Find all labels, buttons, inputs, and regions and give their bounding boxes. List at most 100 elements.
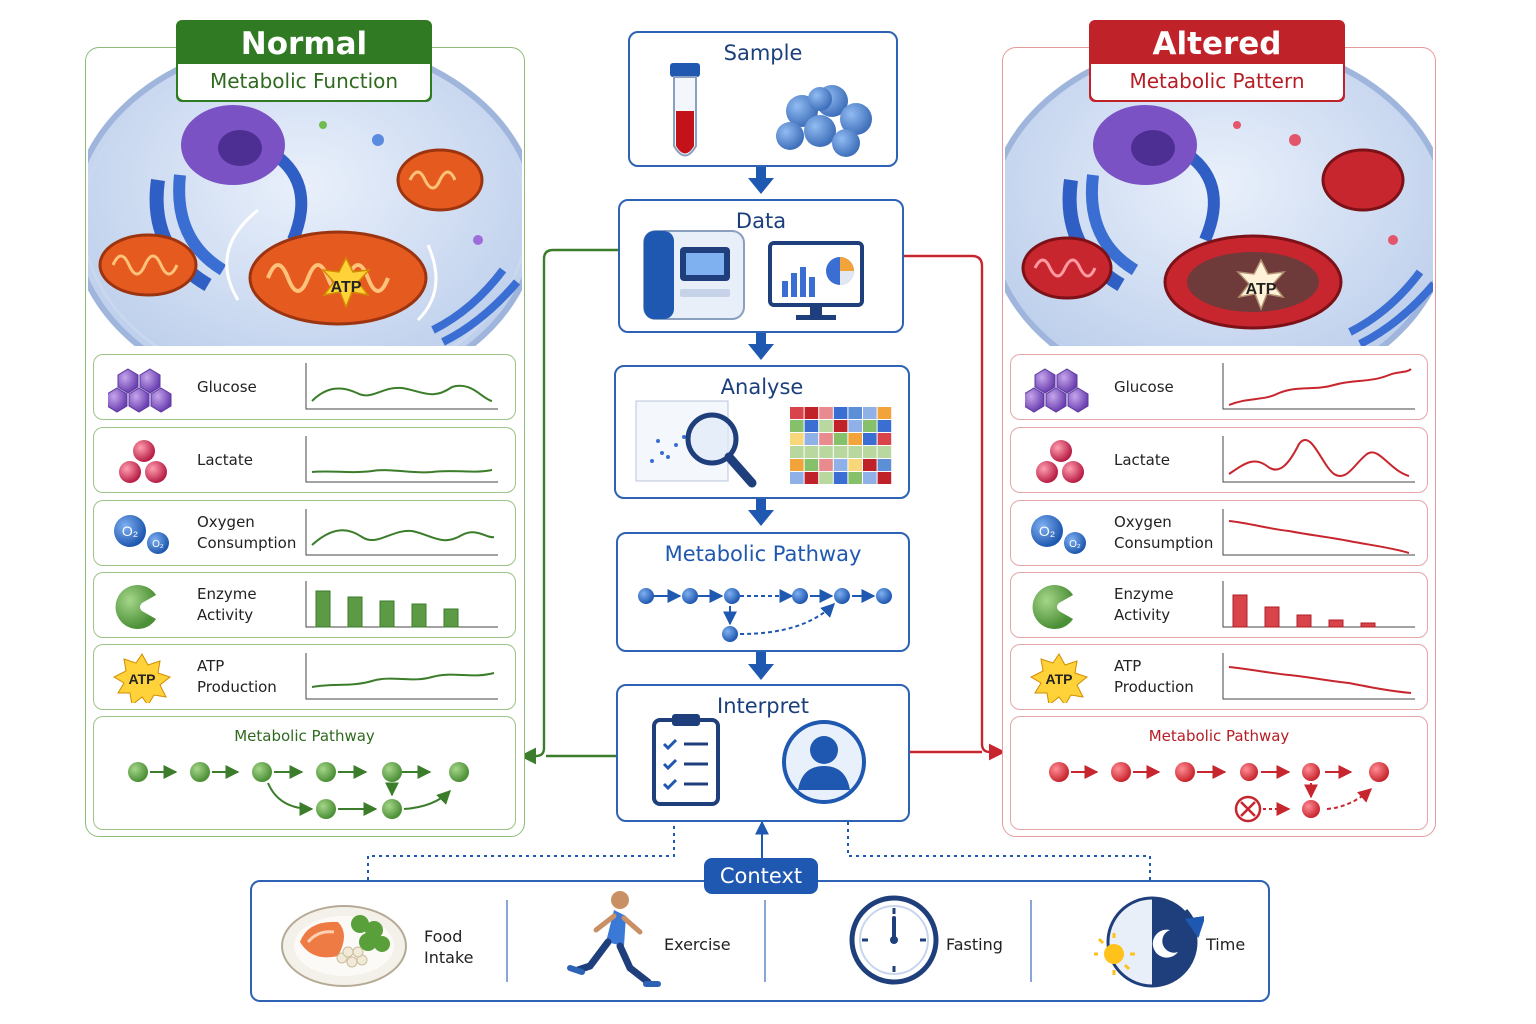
context-divider xyxy=(1030,900,1032,982)
heatmap-cell xyxy=(819,472,833,484)
svg-text:ATP: ATP xyxy=(129,671,156,687)
altered-row-label: Lactate xyxy=(1114,450,1170,469)
context-label-fasting: Fasting xyxy=(946,935,1003,954)
altered-oxygen-trend xyxy=(1222,509,1415,556)
heatmap-cell xyxy=(848,407,862,419)
heatmap-cell xyxy=(790,433,804,445)
context-dotted-left xyxy=(367,822,675,880)
context-label-time: Time xyxy=(1206,935,1246,954)
pathway-title: Metabolic Pathway xyxy=(664,542,862,566)
altered-row-glucose: Glucose xyxy=(1010,354,1428,420)
heatmap-cell xyxy=(819,420,833,432)
analyse-box: Analyse xyxy=(614,365,910,499)
altered-arrow xyxy=(902,254,1006,761)
normal-title: Normal xyxy=(240,26,368,62)
heatmap-cell xyxy=(804,420,819,432)
heatmap-cell xyxy=(863,433,877,445)
pathway-box: Metabolic Pathway xyxy=(616,532,910,652)
normal-subtitle: Metabolic Function xyxy=(178,64,430,100)
context-label-exercise: Exercise xyxy=(664,935,731,954)
cells-icon xyxy=(776,85,872,157)
heatmap-cell xyxy=(804,472,819,484)
heatmap-cell xyxy=(848,433,862,445)
altered-row-label: ATP Production xyxy=(1114,657,1194,696)
blocked-step-icon xyxy=(1234,795,1262,823)
heatmap-cell xyxy=(863,472,877,484)
heatmap-cell xyxy=(790,459,804,471)
heatmap-cell xyxy=(819,446,833,458)
altered-row-lactate: Lactate xyxy=(1010,427,1428,493)
normal-lactate-trend xyxy=(305,436,498,483)
person-icon xyxy=(782,720,866,804)
heatmap-cell xyxy=(790,472,804,484)
heatmap-cell xyxy=(804,407,819,419)
altered-glucose-trend xyxy=(1222,363,1415,410)
svg-text:O₂: O₂ xyxy=(1069,539,1081,550)
test-tube-icon xyxy=(670,63,700,157)
normal-row-label: ATP Production xyxy=(197,657,277,696)
food-plate-icon xyxy=(281,905,407,987)
data-box: Data xyxy=(618,199,904,333)
heatmap-cell xyxy=(877,407,892,419)
heatmap-cell xyxy=(804,459,819,471)
altered-row-label: Oxygen Consumption xyxy=(1114,513,1214,552)
heatmap-cell xyxy=(877,446,892,458)
sample-box: Sample xyxy=(628,31,898,167)
heatmap-cell xyxy=(833,472,848,484)
heatmap-cell xyxy=(790,446,804,458)
altered-title: Altered xyxy=(1152,26,1282,62)
atp-star-icon: ATP xyxy=(1029,653,1089,703)
heatmap-cell xyxy=(819,407,833,419)
enzyme-icon xyxy=(1032,585,1073,629)
altered-pathway-diagram xyxy=(1049,762,1389,823)
hexagon-cluster-icon xyxy=(108,368,172,413)
normal-cell-illustration: ATP xyxy=(88,50,522,346)
altered-subtitle: Metabolic Pattern xyxy=(1091,64,1343,100)
heatmap-cell xyxy=(877,472,892,484)
altered-atp-badge: ATP xyxy=(1246,281,1277,298)
altered-enzyme-bars xyxy=(1222,581,1415,628)
normal-atp-trend xyxy=(305,653,498,700)
heatmap-cell xyxy=(848,472,862,484)
heatmap-cell xyxy=(819,433,833,445)
heatmap-cell xyxy=(790,420,804,432)
normal-glucose-trend xyxy=(305,363,498,410)
context-label-food: Food Intake xyxy=(424,927,474,967)
interpret-box: Interpret xyxy=(616,684,910,822)
interpret-title: Interpret xyxy=(717,694,809,718)
normal-row-glucose: Glucose xyxy=(93,354,516,420)
heatmap-cell xyxy=(848,459,862,471)
normal-row-label: Enzyme Activity xyxy=(197,585,257,624)
normal-pathway-diagram xyxy=(128,762,469,819)
day-night-icon xyxy=(1094,896,1204,988)
heatmap-cell xyxy=(863,407,877,419)
sphere-cluster-icon xyxy=(119,440,167,483)
altered-row-enzyme: Enzyme Activity xyxy=(1010,572,1428,638)
oxygen-molecule-icon: O₂ O₂ xyxy=(1031,515,1086,554)
normal-row-label: Glucose xyxy=(197,377,257,396)
altered-title-box: Altered Metabolic Pattern xyxy=(1089,20,1345,102)
heatmap-icon xyxy=(790,407,892,484)
altered-atp-trend xyxy=(1222,653,1415,700)
altered-row-label: Enzyme Activity xyxy=(1114,585,1174,624)
normal-pathway-box: Metabolic Pathway xyxy=(93,716,516,830)
altered-pathway-box: Metabolic Pathway xyxy=(1010,716,1428,830)
heatmap-cell xyxy=(833,420,848,432)
altered-row-oxygen: O₂ O₂ Oxygen Consumption xyxy=(1010,500,1428,566)
altered-row-atp: ATP ATP Production xyxy=(1010,644,1428,710)
heatmap-cell xyxy=(790,407,804,419)
heatmap-cell xyxy=(877,433,892,445)
normal-pathway-label: Metabolic Pathway xyxy=(234,727,375,745)
altered-cell-illustration: ATP xyxy=(1005,50,1433,346)
altered-row-label: Glucose xyxy=(1114,377,1174,396)
normal-row-lactate: Lactate xyxy=(93,427,516,493)
heatmap-cell xyxy=(877,420,892,432)
heatmap-cell xyxy=(863,420,877,432)
normal-enzyme-bars xyxy=(305,581,498,628)
heatmap-cell xyxy=(848,446,862,458)
normal-row-oxygen: O₂ O₂ Oxygen Consumption xyxy=(93,500,516,566)
analyzer-machine-icon xyxy=(643,230,745,320)
heatmap-cell xyxy=(863,446,877,458)
heatmap-cell xyxy=(804,446,819,458)
